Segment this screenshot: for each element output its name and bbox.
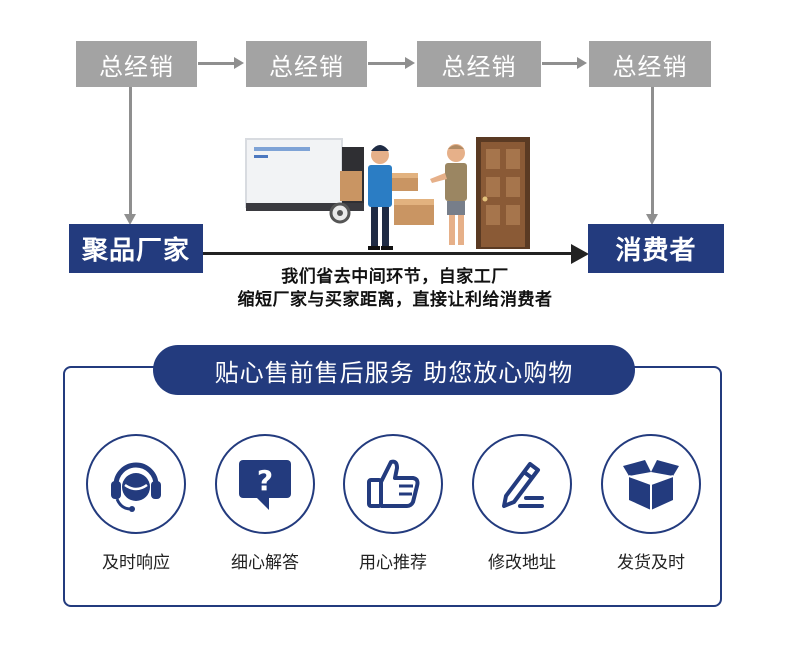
- arrow-right-3: [542, 57, 587, 69]
- distributor-box-4: 总经销: [589, 41, 711, 87]
- question-bubble-icon: ?: [239, 460, 291, 510]
- factory-box: 聚品厂家: [69, 224, 203, 273]
- service-label: 及时响应: [102, 553, 170, 573]
- service-icon-circle: [86, 434, 186, 534]
- service-item-recommend: 用心推荐: [343, 434, 443, 573]
- arrow-down-left: [124, 87, 136, 225]
- service-label: 用心推荐: [359, 553, 427, 573]
- consumer-box: 消费者: [588, 224, 724, 273]
- distributor-box-1: 总经销: [76, 41, 197, 87]
- distributor-box-3: 总经销: [417, 41, 541, 87]
- service-label: 细心解答: [231, 553, 299, 573]
- service-item-answer: ? 细心解答: [215, 434, 315, 573]
- svg-text:?: ?: [257, 464, 273, 497]
- service-item-shipping: 发货及时: [601, 434, 701, 573]
- service-title: 贴心售前售后服务 助您放心购物: [153, 345, 635, 395]
- slogan-line-2: 缩短厂家与买家距离，直接让利给消费者: [237, 290, 553, 310]
- service-icon-circle: [601, 434, 701, 534]
- main-flow-arrow: [203, 244, 589, 264]
- door-icon: [476, 137, 530, 249]
- service-label: 发货及时: [617, 553, 685, 573]
- open-box-icon: [623, 460, 679, 510]
- service-icon-circle: ?: [215, 434, 315, 534]
- delivery-illustration: [245, 137, 530, 250]
- arrow-right-2: [368, 57, 415, 69]
- service-item-address: 修改地址: [472, 434, 572, 573]
- service-icon-circle: [343, 434, 443, 534]
- courier-figure: [368, 145, 418, 250]
- service-item-response: 及时响应: [86, 434, 186, 573]
- headset-icon: [111, 462, 161, 512]
- arrow-down-right: [646, 87, 658, 225]
- customer-figure: [430, 144, 467, 245]
- slogan-line-1: 我们省去中间环节，自家工厂: [281, 267, 509, 287]
- distributor-box-2: 总经销: [246, 41, 367, 87]
- service-icon-circle: [472, 434, 572, 534]
- thumbs-up-icon: [367, 459, 420, 508]
- arrow-right-1: [198, 57, 244, 69]
- edit-pen-icon: [502, 462, 544, 508]
- service-label: 修改地址: [488, 553, 556, 573]
